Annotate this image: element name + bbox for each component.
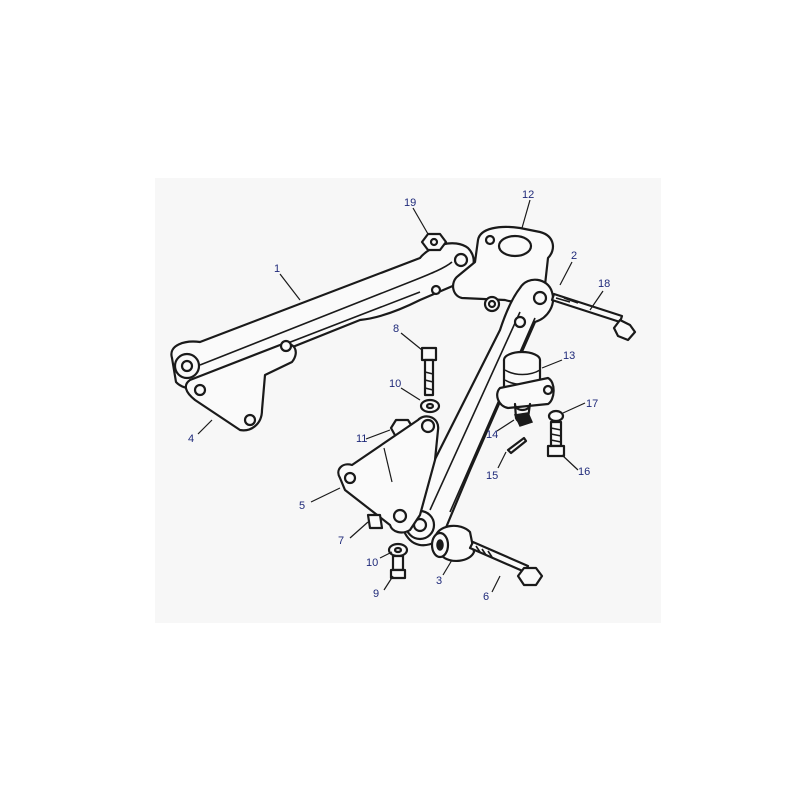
arm-part-2 — [401, 278, 555, 547]
callout-12: 12 — [522, 189, 534, 201]
bolt-part-16 — [546, 420, 566, 458]
nut-part-19 — [420, 232, 448, 252]
callouts: 1 2 3 4 5 6 7 8 9 10 10 11 12 13 14 15 1… — [188, 189, 610, 603]
bush-part-3 — [430, 524, 476, 562]
bolt-part-6 — [468, 540, 544, 587]
callout-3: 3 — [436, 575, 442, 587]
callout-1: 1 — [274, 263, 280, 275]
nut-part-14 — [513, 412, 534, 427]
leader-lines — [197, 199, 604, 593]
callout-2: 2 — [571, 250, 577, 262]
callout-7: 7 — [338, 535, 344, 547]
plate-part-5 — [337, 415, 440, 534]
bolt-part-9 — [389, 554, 407, 580]
callout-17: 17 — [586, 398, 598, 410]
callout-8: 8 — [393, 323, 399, 335]
callout-10-lower: 10 — [366, 557, 378, 569]
bolt-part-18 — [550, 292, 637, 342]
ball-joint-part-13 — [496, 350, 555, 424]
stud-part-7 — [366, 513, 384, 530]
callout-5: 5 — [299, 500, 305, 512]
callout-4: 4 — [188, 433, 194, 445]
callout-18: 18 — [598, 278, 610, 290]
callout-16: 16 — [578, 466, 590, 478]
nut-part-17 — [547, 409, 565, 423]
callout-14: 14 — [486, 429, 498, 441]
callout-19: 19 — [404, 197, 416, 209]
callout-11: 11 — [356, 433, 367, 445]
bolt-part-8 — [420, 346, 438, 397]
bracket-part-4 — [184, 339, 297, 432]
washer-part-10-upper — [419, 398, 441, 414]
callout-10-upper: 10 — [389, 378, 401, 390]
callout-6: 6 — [483, 591, 489, 603]
callout-13: 13 — [563, 350, 575, 362]
callout-9: 9 — [373, 588, 379, 600]
washer-part-10-lower — [387, 542, 409, 558]
callout-15: 15 — [486, 470, 498, 482]
pin-part-15 — [506, 436, 528, 455]
